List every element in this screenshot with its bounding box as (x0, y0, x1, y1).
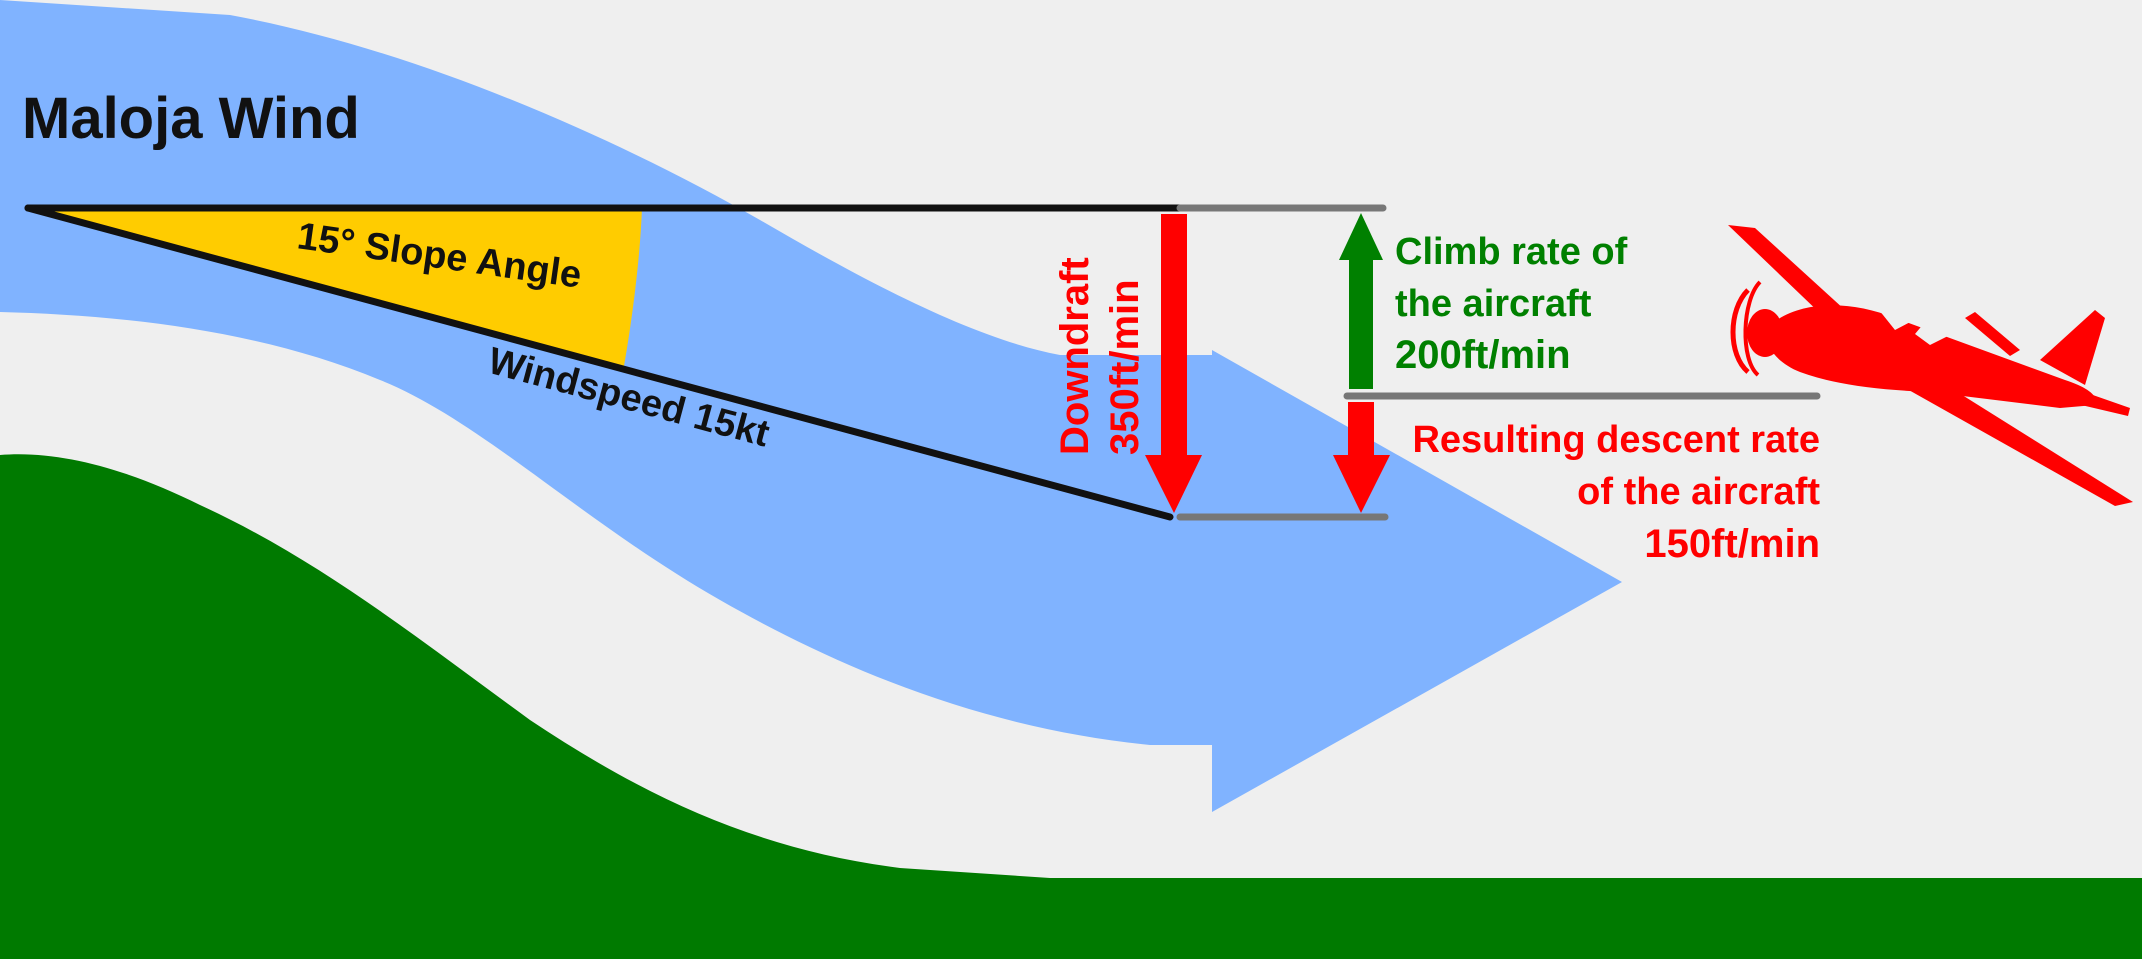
climb-rate-label: Climb rate of the aircraft 200ft/min (1395, 231, 1628, 377)
descent-rate-label: Resulting descent rate of the aircraft 1… (1412, 419, 1820, 566)
climb-label-line3: 200ft/min (1395, 333, 1571, 377)
climb-arrow (1339, 213, 1383, 389)
slope-line (24, 204, 1174, 521)
descent-label-line3: 150ft/min (1644, 522, 1820, 566)
downdraft-arrow (1145, 214, 1202, 513)
climb-label-line2: the aircraft (1395, 283, 1592, 325)
terrain (0, 454, 2142, 959)
climb-label-line1: Climb rate of (1395, 231, 1628, 273)
descent-label-line2: of the aircraft (1577, 471, 1820, 513)
downdraft-label-line2: 350ft/min (1103, 279, 1147, 455)
wind-flow-arrow (0, 0, 1622, 812)
downdraft-label: Downdraft 350ft/min (1053, 257, 1147, 455)
airplane-icon (1728, 225, 2133, 506)
downdraft-label-line1: Downdraft (1053, 257, 1097, 455)
descent-arrow (1333, 402, 1390, 513)
descent-label-line1: Resulting descent rate (1412, 419, 1820, 461)
page-title: Maloja Wind (22, 86, 360, 151)
